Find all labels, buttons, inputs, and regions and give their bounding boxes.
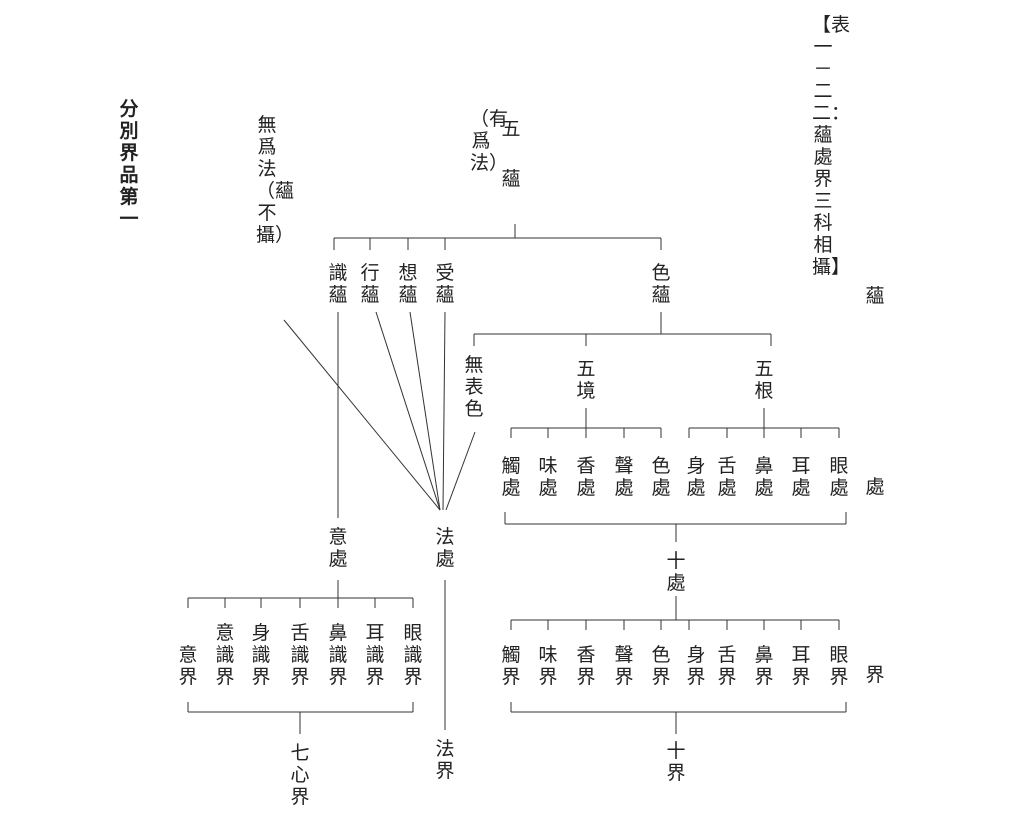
table-title: 【表一－二二：蘊處界三科相攝】 <box>812 14 851 278</box>
row-label-skandha: 蘊 <box>865 285 885 307</box>
aggregate-samjna: 想蘊 <box>398 262 418 306</box>
mind-dhatu-item: 眼識界 <box>403 622 423 688</box>
ayatana-item: 色處 <box>651 455 671 499</box>
mind-dhatu-item: 鼻識界 <box>328 622 348 688</box>
dharma-ayatana: 法處 <box>435 526 455 570</box>
dhatu-item: 味界 <box>538 644 558 688</box>
dhatu-item: 舌界 <box>717 644 737 688</box>
root-five: 五 <box>501 118 521 140</box>
mind-dhatu-item: 身識界 <box>251 622 271 688</box>
dhatu-item: 眼界 <box>829 644 849 688</box>
ayatana-item: 味處 <box>538 455 558 499</box>
root-conditioned-note: （有爲法） <box>470 108 509 174</box>
dhatu-item: 聲界 <box>614 644 634 688</box>
mind-dhatu-item: 意界 <box>178 644 198 688</box>
ayatana-item: 身處 <box>686 455 706 499</box>
ayatana-item: 觸處 <box>501 455 521 499</box>
rupa-five-objects: 五境 <box>576 358 596 402</box>
row-label-ayatana: 處 <box>865 476 885 498</box>
dhatu-item: 身界 <box>686 644 706 688</box>
aggregate-samskara: 行蘊 <box>360 262 380 306</box>
ayatana-item: 聲處 <box>614 455 634 499</box>
dharma-dhatu: 法界 <box>435 738 455 782</box>
aggregate-vedana: 受蘊 <box>435 262 455 306</box>
dhatu-item: 觸界 <box>501 644 521 688</box>
dhatu-item: 色界 <box>651 644 671 688</box>
mind-dhatu-item: 耳識界 <box>365 622 385 688</box>
dhatu-item: 耳界 <box>791 644 811 688</box>
aggregate-vijnana: 識蘊 <box>328 262 348 306</box>
rupa-avijnapti: 無表色 <box>464 354 484 420</box>
ayatana-item: 鼻處 <box>754 455 774 499</box>
ayatana-item: 耳處 <box>791 455 811 499</box>
row-label-dhatu: 界 <box>865 664 885 686</box>
dhatu-item: 鼻界 <box>754 644 774 688</box>
rupa-five-roots: 五根 <box>754 358 774 402</box>
ayatana-item: 眼處 <box>829 455 849 499</box>
mano-ayatana: 意處 <box>328 526 348 570</box>
unconditioned-dharma: 無爲法（蘊不攝） <box>256 114 295 246</box>
chapter-title: 分別界品第一 <box>119 98 139 230</box>
dhatu-item: 香界 <box>576 644 596 688</box>
root-aggregate: 蘊 <box>501 168 521 190</box>
ten-dhatu: 十界 <box>666 740 686 784</box>
ayatana-item: 香處 <box>576 455 596 499</box>
ten-ayatana: 十處 <box>666 550 686 594</box>
mind-dhatu-item: 舌識界 <box>290 622 310 688</box>
aggregate-rupa: 色蘊 <box>651 262 671 306</box>
seven-mind-dhatu: 七心界 <box>290 742 310 808</box>
ayatana-item: 舌處 <box>717 455 737 499</box>
mind-dhatu-item: 意識界 <box>215 622 235 688</box>
